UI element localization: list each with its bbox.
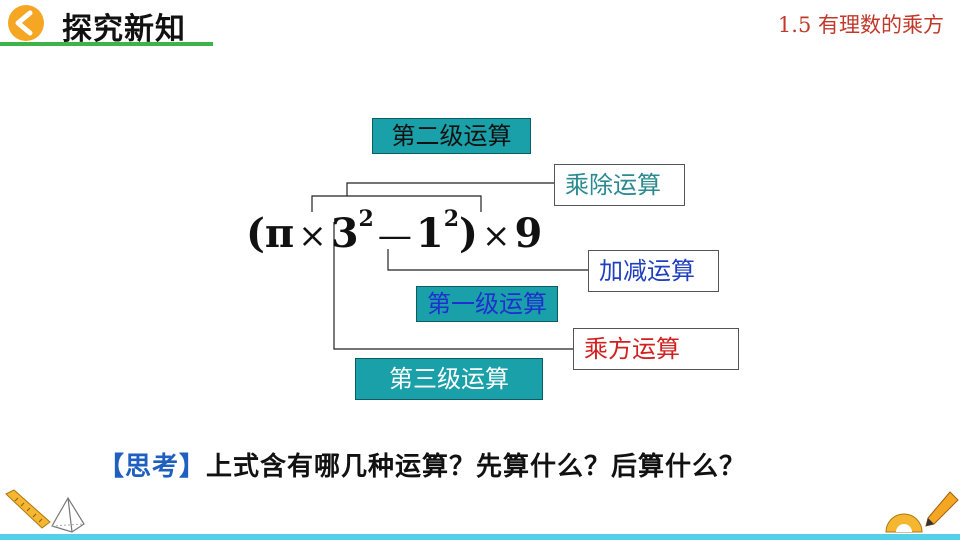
power-connector <box>333 222 573 350</box>
formula-exp-2: 2 <box>443 206 460 232</box>
power-label: 乘方运算 <box>584 335 680 363</box>
formula: (π×32—12)×9 <box>246 206 543 257</box>
section-label: 1.5 有理数的乘方 <box>777 13 944 37</box>
think-question: 【思考】上式含有哪几种运算？先算什么？后算什么？ <box>98 446 746 483</box>
formula-base-1: 3 <box>330 210 359 257</box>
level3-box: 第三级运算 <box>355 358 543 400</box>
level2-box: 第二级运算 <box>372 118 531 154</box>
formula-last: 9 <box>514 210 543 257</box>
formula-minus: — <box>377 216 412 256</box>
level1-label: 第一级运算 <box>427 290 547 318</box>
add-sub-connector <box>387 249 588 271</box>
formula-times-2: × <box>481 216 511 256</box>
level1-box: 第一级运算 <box>416 286 558 322</box>
back-icon[interactable] <box>2 3 50 43</box>
mul-div-connector <box>346 182 554 196</box>
mul-div-bracket <box>311 195 482 212</box>
level2-label: 第二级运算 <box>391 122 512 150</box>
formula-open: (π <box>246 210 295 257</box>
pencil-icon <box>920 490 960 530</box>
add-sub-box: 加减运算 <box>588 250 719 292</box>
formula-exp-1: 2 <box>358 206 374 232</box>
bottom-bar <box>0 534 960 540</box>
think-label: 【思考】 <box>98 452 207 482</box>
add-sub-label: 加减运算 <box>599 257 695 285</box>
level3-label: 第三级运算 <box>389 365 509 393</box>
formula-close: ) <box>459 210 478 257</box>
formula-times-1: × <box>298 216 327 256</box>
ruler-icon <box>2 488 52 532</box>
pyramid-icon <box>50 496 86 534</box>
think-text: 上式含有哪几种运算？先算什么？后算什么？ <box>206 452 747 482</box>
protractor-icon <box>884 508 924 534</box>
page-title: 探究新知 <box>62 12 186 47</box>
mul-div-label: 乘除运算 <box>565 171 661 199</box>
mul-div-box: 乘除运算 <box>554 164 685 206</box>
power-box: 乘方运算 <box>573 328 739 370</box>
formula-base-2: 1 <box>415 210 444 257</box>
title-underline <box>0 42 213 46</box>
back-icon-svg <box>8 5 44 41</box>
